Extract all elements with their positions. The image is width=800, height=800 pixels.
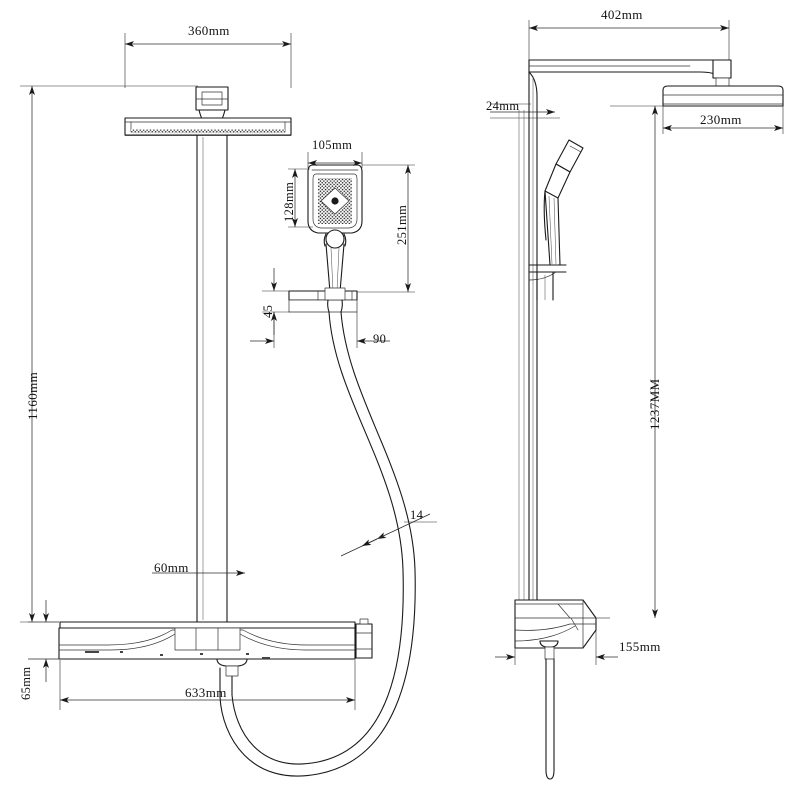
dim-24mm (490, 103, 560, 119)
dim-label-128mm: 128mm (282, 181, 296, 222)
dim-label-60mm: 60mm (154, 560, 189, 575)
dim-label-230mm: 230mm (700, 112, 742, 127)
dim-251mm (357, 164, 415, 293)
flexible-hose-front (219, 311, 416, 777)
dim-14 (340, 513, 437, 557)
mixer-shelf-side (514, 599, 597, 660)
dim-90 (250, 312, 390, 348)
hand-shower-wall-bracket-front (288, 287, 358, 313)
dim-60mm (152, 560, 245, 600)
dim-45 (262, 268, 290, 335)
dim-65mm (28, 600, 60, 682)
hand-shower-wall-bracket-side (528, 264, 567, 301)
hand-shower-side (543, 139, 584, 266)
riser-pipe-front (196, 134, 228, 625)
flexible-hose-side (545, 658, 555, 780)
dim-label-24mm: 24mm (486, 99, 520, 113)
dim-402mm (528, 20, 730, 72)
dim-155mm (495, 630, 618, 665)
dim-1237mm (596, 105, 663, 619)
dim-1160mm (20, 85, 198, 623)
dim-label-251mm: 251mm (395, 204, 409, 245)
dim-label-1237mm: 1237MM (647, 378, 662, 430)
dim-label-65mm: 65mm (19, 666, 33, 700)
dim-128mm (288, 168, 313, 228)
dim-633mm (59, 660, 356, 710)
riser-pipe-side (518, 109, 530, 641)
dim-label-45: 45 (261, 304, 275, 318)
hand-shower-front (307, 164, 363, 293)
dim-105mm (307, 152, 363, 168)
dim-label-14: 14 (410, 508, 424, 522)
dim-label-633mm: 633mm (185, 685, 227, 700)
thermostatic-mixer-bar-front (58, 618, 373, 677)
overhead-rain-shower-head-side (662, 85, 784, 107)
curved-shower-arm-side (528, 59, 723, 641)
dim-label-90: 90 (373, 332, 387, 346)
overhead-rain-shower-head-front (124, 86, 292, 136)
dim-label-1160mm: 1160mm (25, 371, 40, 420)
dim-360mm (124, 33, 292, 88)
dim-230mm (662, 106, 784, 134)
dim-label-105mm: 105mm (312, 138, 353, 152)
dim-label-402mm: 402mm (601, 7, 643, 22)
dim-label-360mm: 360mm (188, 23, 230, 38)
dim-label-155mm: 155mm (619, 639, 661, 654)
